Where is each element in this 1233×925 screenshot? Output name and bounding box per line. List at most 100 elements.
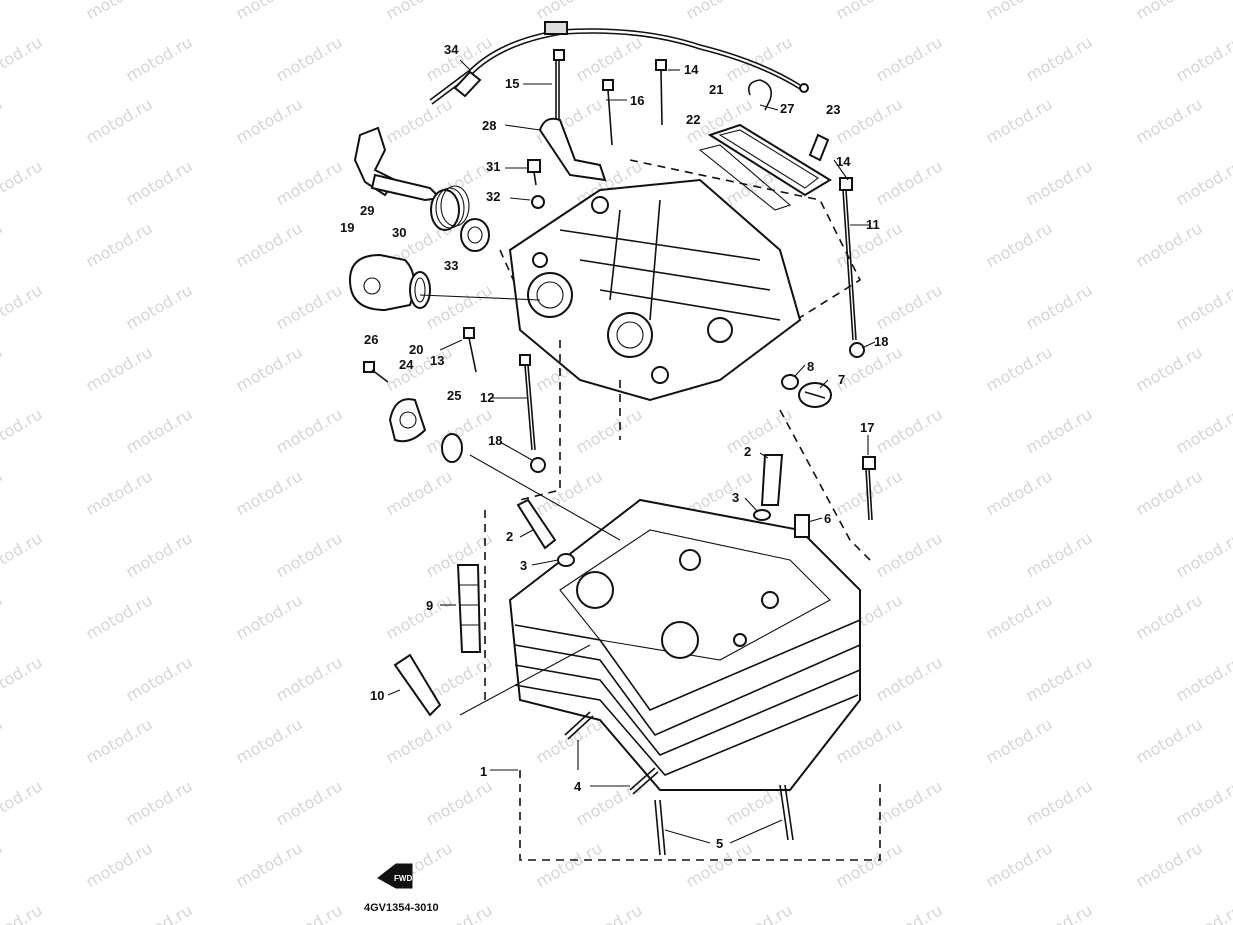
watermark-text: motod.ru xyxy=(1173,776,1233,829)
cap-19 xyxy=(348,253,431,312)
watermark-text: motod.ru xyxy=(0,342,6,395)
watermark-text: motod.ru xyxy=(1173,652,1233,705)
cylinder-head-group xyxy=(484,340,881,861)
oil-seal-33 xyxy=(460,218,490,252)
watermark-text: motod.ru xyxy=(1133,0,1206,23)
label-25: 25 xyxy=(447,388,461,403)
watermark-text: motod.ru xyxy=(233,714,306,767)
watermark-text: motod.ru xyxy=(0,652,46,705)
watermark-text: motod.ru xyxy=(83,714,156,767)
watermark-text: motod.ru xyxy=(873,156,946,209)
watermark-text: motod.ru xyxy=(0,404,46,457)
watermark-text: motod.ru xyxy=(533,838,606,891)
watermark-text: motod.ru xyxy=(273,776,346,829)
label-2-right: 2 xyxy=(744,444,751,459)
watermark-text: motod.ru xyxy=(0,528,46,581)
watermark-text: motod.ru xyxy=(873,528,946,581)
label-27: 27 xyxy=(780,101,794,116)
watermark-text: motod.ru xyxy=(123,32,196,85)
watermark-text: motod.ru xyxy=(423,776,496,829)
label-12: 12 xyxy=(480,390,494,405)
watermark-text: motod.ru xyxy=(273,652,346,705)
watermark-text: motod.ru xyxy=(233,342,306,395)
cap-7 xyxy=(781,374,832,408)
watermark-text: motod.ru xyxy=(0,280,46,333)
watermark-text: motod.ru xyxy=(833,838,906,891)
watermark-text: motod.ru xyxy=(573,776,646,829)
label-10: 10 xyxy=(370,688,384,703)
label-2-left: 2 xyxy=(506,529,513,544)
watermark-text: motod.ru xyxy=(1023,280,1096,333)
watermark-text: motod.ru xyxy=(1173,32,1233,85)
label-34: 34 xyxy=(444,42,459,57)
watermark-text: motod.ru xyxy=(0,156,46,209)
label-9: 9 xyxy=(426,598,433,613)
watermark-text: motod.ru xyxy=(0,32,46,85)
watermark-text: motod.ru xyxy=(723,900,796,925)
watermark-text: motod.ru xyxy=(723,404,796,457)
watermark-text: motod.ru xyxy=(383,590,456,643)
watermark-text: motod.ru xyxy=(0,900,46,925)
watermark-text: motod.ru xyxy=(233,590,306,643)
label-1: 1 xyxy=(480,764,487,779)
part-labels: 34 15 16 14 21 27 23 22 28 14 31 32 29 1… xyxy=(340,42,888,851)
watermark-text: motod.ru xyxy=(83,590,156,643)
watermark-text: motod.ru xyxy=(1173,404,1233,457)
watermark-text: motod.ru xyxy=(83,342,156,395)
label-14-right: 14 xyxy=(836,154,851,169)
label-6: 6 xyxy=(824,511,831,526)
watermark-text: motod.ru xyxy=(233,838,306,891)
watermark-text: motod.ru xyxy=(83,0,156,23)
watermark-text: motod.ru xyxy=(833,0,906,23)
label-20: 20 xyxy=(409,342,423,357)
head-cover-group xyxy=(499,159,862,402)
label-19: 19 xyxy=(340,220,354,235)
watermark-text: motod.ru xyxy=(123,900,196,925)
drawing-code: 4GV1354-3010 xyxy=(364,902,439,914)
label-32: 32 xyxy=(486,189,500,204)
watermark-text: motod.ru xyxy=(983,342,1056,395)
label-11: 11 xyxy=(866,217,880,232)
watermark-text: motod.ru xyxy=(233,218,306,271)
label-31: 31 xyxy=(486,159,500,174)
watermark-text: motod.ru xyxy=(83,466,156,519)
watermark-text: motod.ru xyxy=(123,280,196,333)
watermark-text: motod.ru xyxy=(273,900,346,925)
bolts-upper xyxy=(363,49,865,473)
watermark-text: motod.ru xyxy=(273,156,346,209)
watermark-text: motod.ru xyxy=(983,218,1056,271)
watermark-text: motod.ru xyxy=(833,94,906,147)
watermark-text: motod.ru xyxy=(233,466,306,519)
watermark-text: motod.ru xyxy=(683,0,756,23)
lower-small-parts xyxy=(393,454,876,856)
watermark-text: motod.ru xyxy=(873,652,946,705)
watermark-text: motod.ru xyxy=(123,528,196,581)
watermark-text: motod.ru xyxy=(83,218,156,271)
watermark-text: motod.ru xyxy=(573,32,646,85)
watermark-text: motod.ru xyxy=(233,0,306,23)
label-8: 8 xyxy=(807,359,814,374)
holder-24 xyxy=(388,398,463,463)
watermark-text: motod.ru xyxy=(983,0,1056,23)
label-33: 33 xyxy=(444,258,458,273)
watermark-text: motod.ru xyxy=(573,900,646,925)
label-15: 15 xyxy=(505,76,519,91)
label-5: 5 xyxy=(716,836,723,851)
watermark-text: motod.ru xyxy=(983,838,1056,891)
watermark-text: motod.ru xyxy=(0,714,6,767)
watermark-text: motod.ru xyxy=(1173,156,1233,209)
label-13: 13 xyxy=(430,353,444,368)
watermark-text: motod.ru xyxy=(833,342,906,395)
watermark-text: motod.ru xyxy=(873,900,946,925)
watermark-text: motod.ru xyxy=(383,466,456,519)
watermark-text: motod.ru xyxy=(533,0,606,23)
label-3-right: 3 xyxy=(732,490,739,505)
label-18-right: 18 xyxy=(874,334,888,349)
label-4: 4 xyxy=(574,779,582,794)
label-17: 17 xyxy=(860,420,874,435)
watermark-text: motod.ru xyxy=(83,94,156,147)
watermark-text: motod.ru xyxy=(1023,652,1096,705)
spring-30 xyxy=(430,185,470,231)
watermark-text: motod.ru xyxy=(273,528,346,581)
